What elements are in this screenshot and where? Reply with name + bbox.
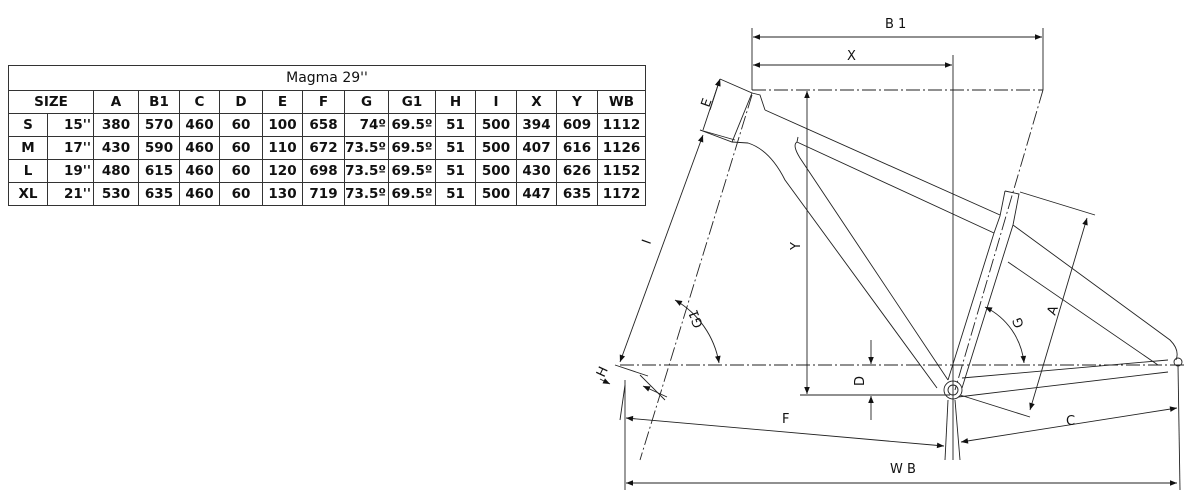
header-cell: G (344, 90, 389, 114)
table-cell: 635 (138, 182, 180, 206)
table-cell: 658 (302, 113, 345, 137)
label-c: C (1066, 414, 1075, 429)
table-cell: 51 (435, 159, 476, 183)
g-angle-arc (984, 306, 1027, 364)
table-cell: 430 (516, 159, 557, 183)
table-cell: 74º (344, 113, 389, 137)
header-cell: H (435, 90, 476, 114)
table-cell: 69.5º (388, 113, 436, 137)
down-tube-inner (794, 141, 949, 381)
label-i: I (640, 238, 655, 247)
seat-tube (947, 190, 1020, 389)
seat-stay (1007, 224, 1178, 366)
header-cell: F (302, 90, 345, 114)
table-cell: 69.5º (388, 182, 436, 206)
label-h: H (594, 364, 612, 379)
size-label: M (8, 136, 48, 160)
label-g: G (1010, 315, 1028, 330)
table-cell: 460 (179, 159, 220, 183)
table-cell: 616 (556, 136, 598, 160)
label-g1: G1 (686, 307, 706, 329)
table-cell: 73.5º (344, 182, 389, 206)
size-label: S (8, 113, 48, 137)
table-cell: 69.5º (388, 136, 436, 160)
table-cell: 672 (302, 136, 345, 160)
head-tube-axis (639, 94, 753, 461)
label-wb: W B (890, 462, 916, 477)
table-cell: 460 (179, 113, 220, 137)
label-x: X (847, 49, 856, 64)
down-tube (731, 141, 938, 389)
table-cell: 120 (262, 159, 303, 183)
table-cell: 500 (475, 136, 517, 160)
table-cell: 530 (93, 182, 139, 206)
table-cell: 69.5º (388, 159, 436, 183)
table-cell: 60 (219, 182, 263, 206)
table-cell: 480 (93, 159, 139, 183)
table-cell: 1112 (597, 113, 646, 137)
header-cell: SIZE (8, 90, 94, 114)
f-dimension (625, 415, 945, 449)
label-a: A (1045, 304, 1062, 318)
header-cell: WB (597, 90, 646, 114)
i-dimension (619, 134, 704, 363)
table-cell: 60 (219, 159, 263, 183)
e-dimension (709, 78, 721, 111)
table-cell: 570 (138, 113, 180, 137)
table-cell: 73.5º (344, 159, 389, 183)
header-cell: D (219, 90, 263, 114)
label-e: E (699, 97, 716, 110)
label-f: F (782, 412, 789, 427)
c-dimension (960, 406, 1178, 444)
table-cell: 626 (556, 159, 598, 183)
label-d: D (853, 376, 868, 386)
size-label: XL (8, 182, 48, 206)
table-cell: 407 (516, 136, 557, 160)
table-cell: 51 (435, 113, 476, 137)
table-cell: 130 (262, 182, 303, 206)
size-inches: 21'' (47, 182, 94, 206)
table-cell: 719 (302, 182, 345, 206)
table-cell: 500 (475, 182, 517, 206)
header-cell: C (179, 90, 220, 114)
head-tube (699, 78, 766, 143)
seat-tube-axis (954, 89, 1044, 391)
header-cell: X (516, 90, 557, 114)
table-cell: 110 (262, 136, 303, 160)
header-cell: Y (556, 90, 598, 114)
table-cell: 698 (302, 159, 345, 183)
table-title: Magma 29'' (8, 65, 646, 91)
a-dimension (1029, 217, 1088, 411)
chain-stay (957, 359, 1169, 398)
label-y: Y (789, 242, 804, 251)
table-cell: 500 (475, 159, 517, 183)
table-cell: 447 (516, 182, 557, 206)
header-row: SIZE A B1 C D E F G G1 H I X Y WB (8, 90, 646, 114)
label-b1: B 1 (885, 17, 906, 32)
top-tube-lower (796, 136, 995, 234)
size-inches: 17'' (47, 136, 94, 160)
top-tube (764, 109, 1001, 216)
size-inches: 15'' (47, 113, 94, 137)
